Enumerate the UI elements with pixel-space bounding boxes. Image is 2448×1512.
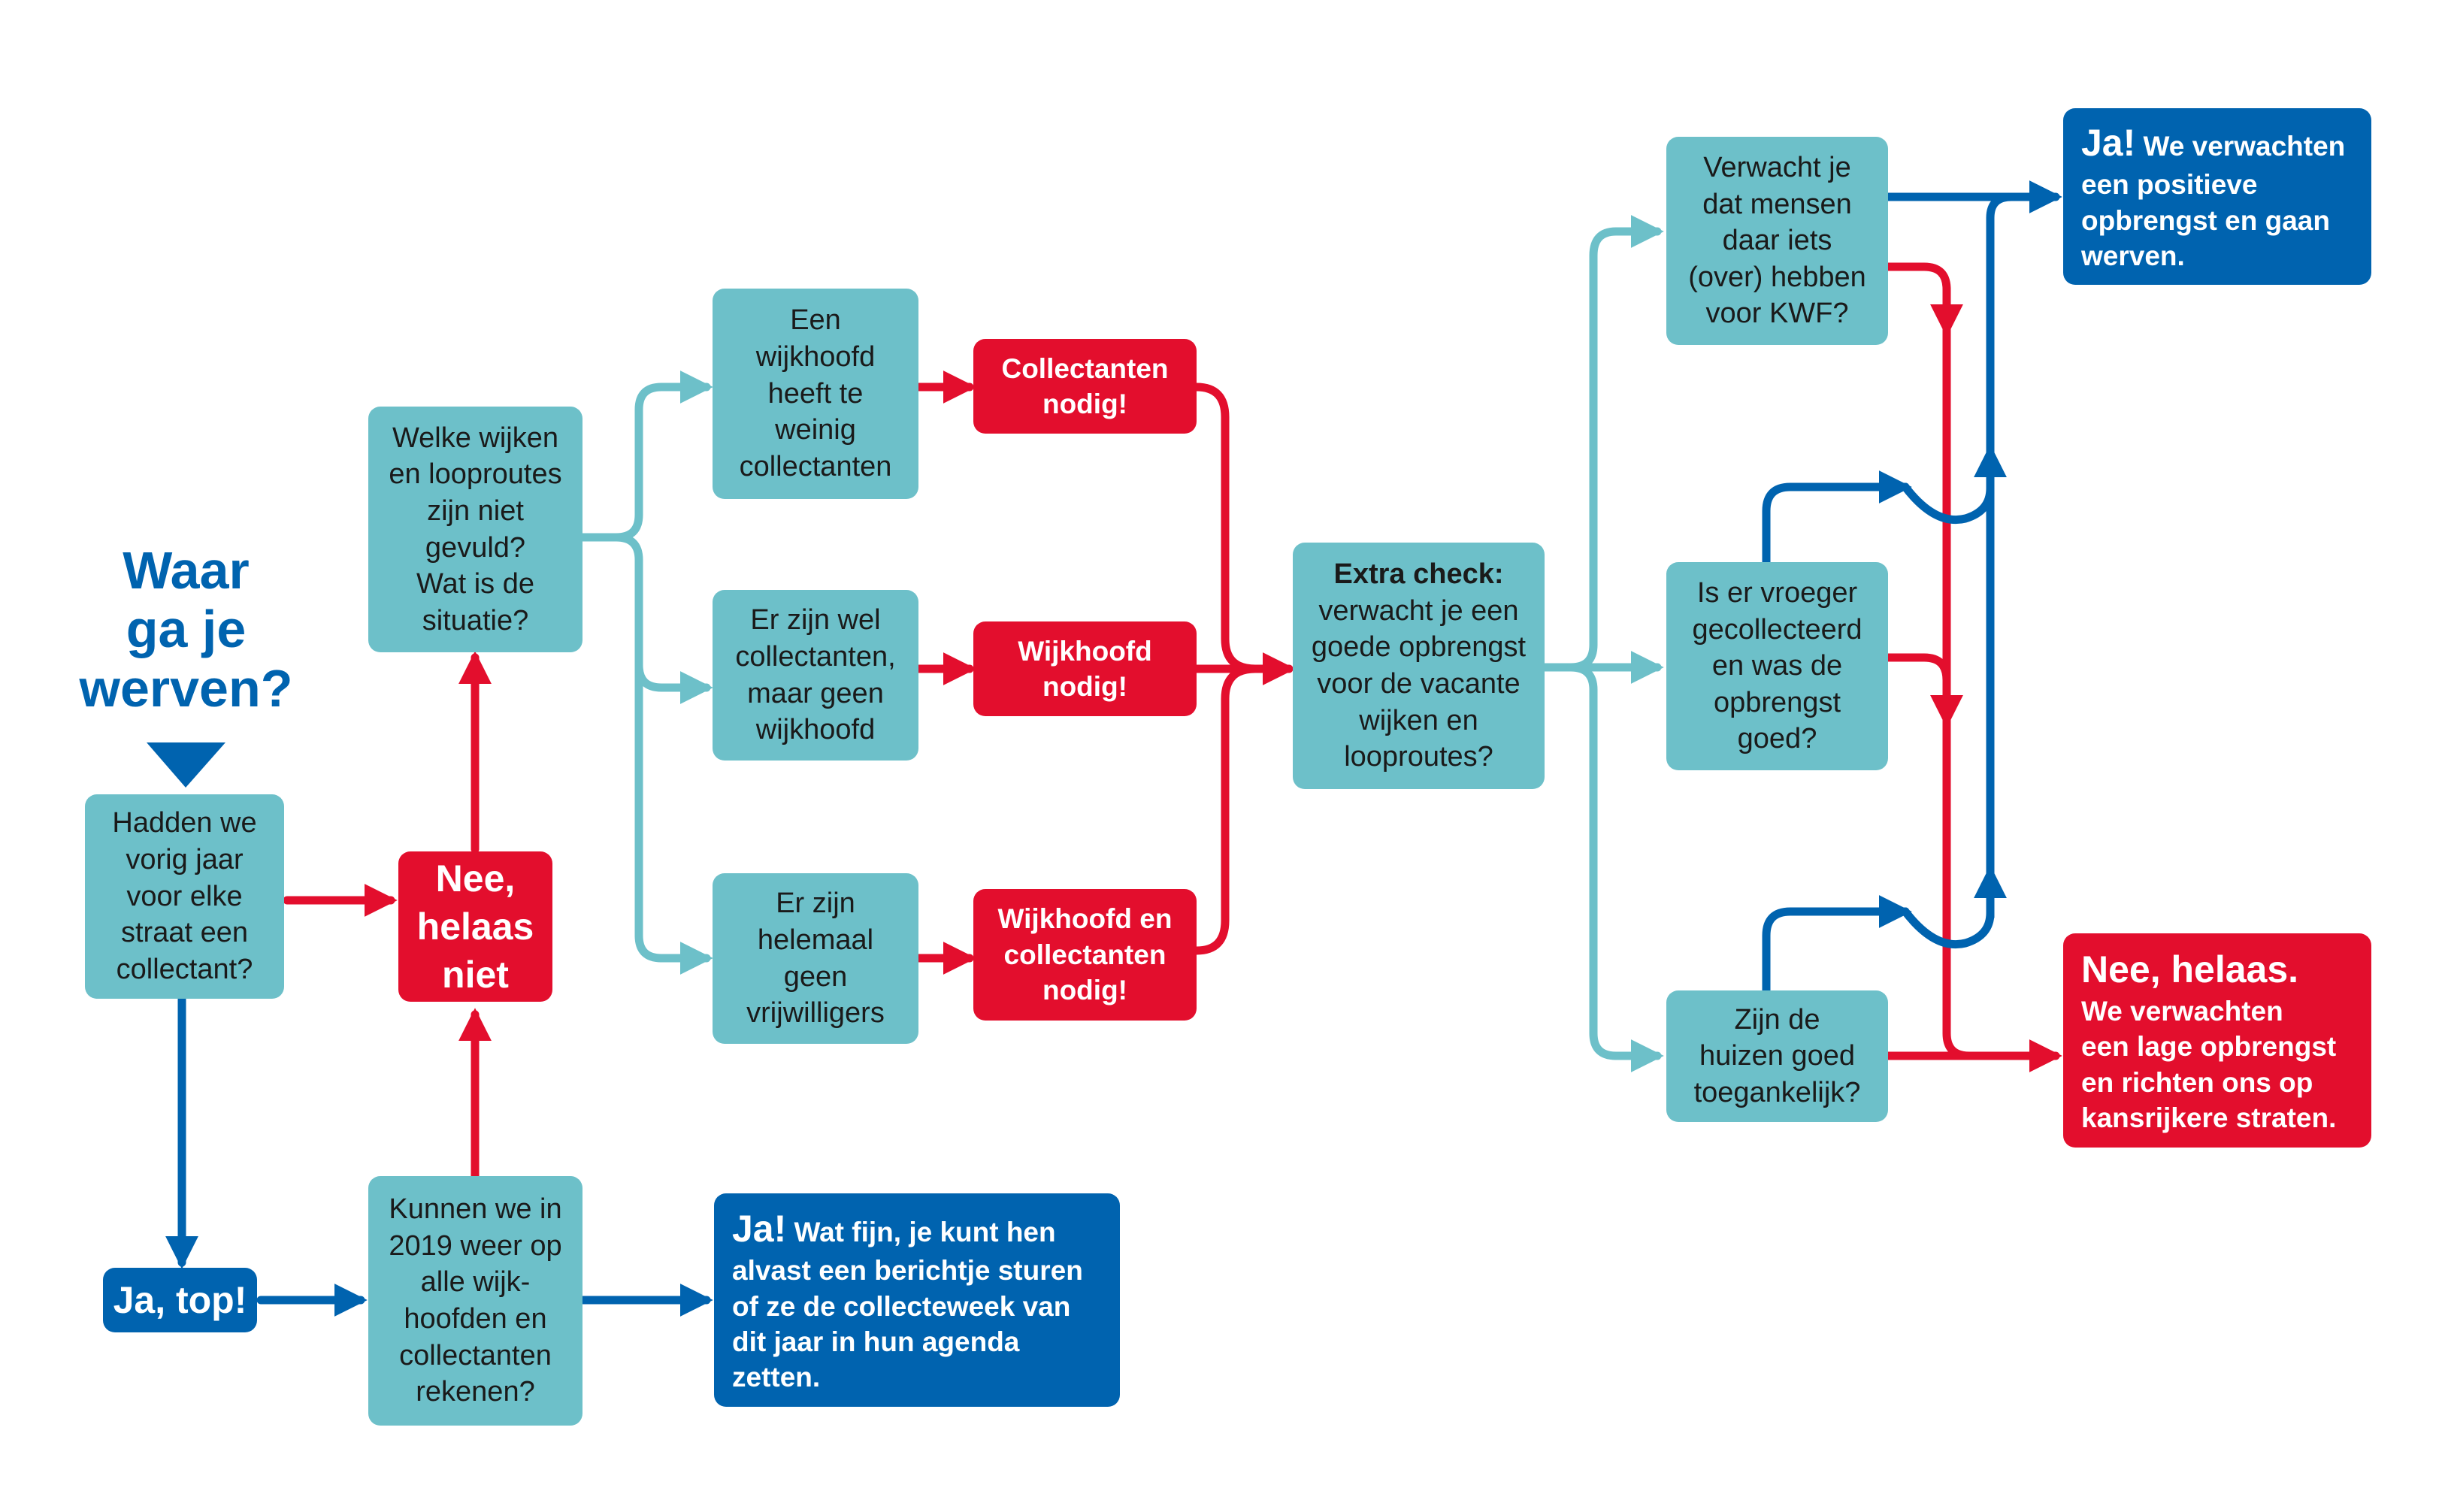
result-nee-lage-opbrengst: Nee, helaas. We verwachten een lage opbr…: [2063, 933, 2371, 1148]
extra-check-text: verwacht je een goede opbrengst voor de …: [1311, 594, 1527, 773]
result-nee-text: We verwachten een lage opbrengst en rich…: [2081, 995, 2337, 1133]
blue-from-huizen: [1762, 895, 1912, 995]
extra-check-title: Extra check:: [1333, 558, 1504, 591]
situation-te-weinig-collectanten: Een wijkhoofd heeft te weinig collectant…: [713, 289, 918, 499]
result-ja-lead: Ja!: [732, 1208, 787, 1250]
page-title: Waar ga je werven?: [79, 541, 293, 718]
question-last-year: Hadden we vorig jaar voor elke straat ee…: [85, 794, 284, 999]
merge-need-beide: [1192, 664, 1260, 955]
result-ja-positive-lead: Ja!: [2081, 122, 2136, 165]
ja-top-box: Ja, top!: [103, 1268, 257, 1332]
question-2019: Kunnen we in 2019 weer op alle wijk- hoo…: [368, 1176, 582, 1426]
blue-trunk: [1986, 192, 2016, 880]
result-nee-lead: Nee, helaas.: [2081, 948, 2299, 990]
branch-extracheck-trunk: [1540, 215, 1664, 672]
blue-hop-huizen: [1901, 907, 1995, 949]
arrow-to-sit-weinig: [612, 370, 713, 542]
red-from-kwf: [1884, 262, 1963, 337]
question-wijken: Welke wijken en looproutes zijn niet gev…: [368, 407, 582, 652]
arrow-to-sit-geen-wijkhoofd: [634, 661, 713, 704]
red-from-vroeger: [1884, 653, 1963, 728]
situation-geen-wijkhoofd: Er zijn wel collectanten, maar geen wijk…: [713, 590, 918, 761]
heading-pointer-triangle: [147, 742, 225, 788]
need-wijkhoofd-en-collectanten: Wijkhoofd en collectanten nodig!: [973, 889, 1197, 1021]
question-kwf: Verwacht je dat mensen daar iets (over) …: [1666, 137, 1888, 345]
blue-hop-vroeger: [1901, 482, 1995, 525]
result-ja-positieve-opbrengst: Ja! We verwachten een positieve opbrengs…: [2063, 108, 2371, 285]
need-wijkhoofd: Wijkhoofd nodig!: [973, 621, 1197, 716]
branch-wijken-trunk: [578, 533, 666, 963]
result-ja-text: Wat fijn, je kunt hen alvast een bericht…: [732, 1217, 1083, 1393]
merge-need-collectanten: [1192, 383, 1260, 673]
result-ja-wat-fijn: Ja! Wat fijn, je kunt hen alvast een ber…: [714, 1193, 1120, 1407]
question-huizen-toegankelijk: Zijn de huizen goed toegankelijk?: [1666, 990, 1888, 1122]
extra-check-box: Extra check: verwacht je een goede opbre…: [1293, 543, 1545, 789]
nee-helaas-niet-box: Nee, helaas niet: [398, 851, 552, 1002]
situation-geen-vrijwilligers: Er zijn helemaal geen vrijwilligers: [713, 873, 918, 1044]
need-collectanten: Collectanten nodig!: [973, 339, 1197, 434]
question-vroeger-gecollecteerd: Is er vroeger gecollecteerd en was de op…: [1666, 562, 1888, 770]
blue-from-vroeger: [1762, 470, 1912, 567]
result-ja-positive-text: We verwachten een positieve opbrengst en…: [2081, 131, 2346, 272]
arrow-extracheck-to-huizen: [1566, 663, 1664, 1072]
